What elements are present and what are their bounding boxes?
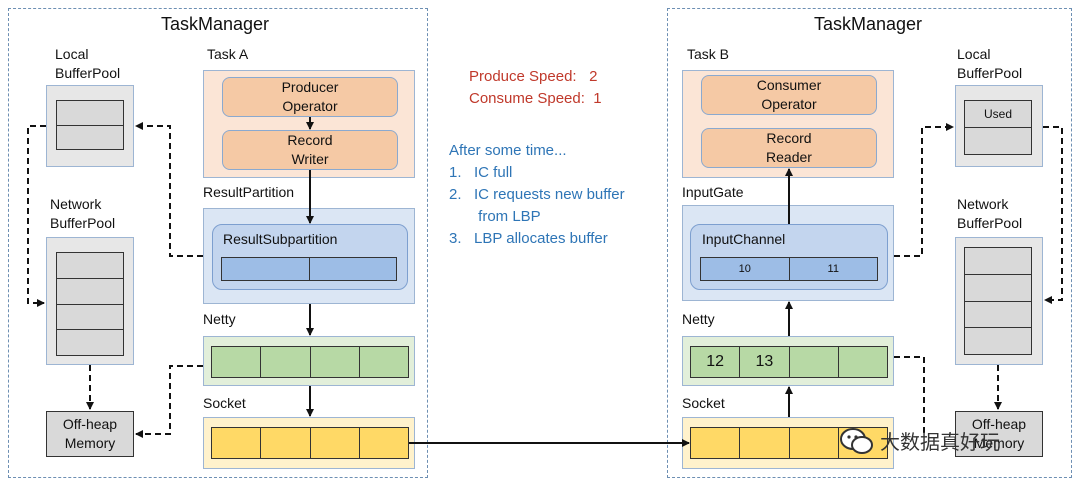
buffer-cell: 10 (701, 258, 790, 280)
record-writer: Record Writer (222, 130, 398, 170)
netty-cell (789, 347, 839, 377)
record-reader: Record Reader (701, 128, 877, 168)
netty-cell (359, 347, 408, 377)
socket-cell (310, 428, 360, 458)
watermark: 大数据真好玩 (840, 426, 1000, 455)
pool-cell (57, 278, 123, 305)
note-item: 3. LBP allocates buffer (449, 230, 608, 247)
producer-operator: Producer Operator (222, 77, 398, 117)
result-subpartition-label: ResultSubpartition (223, 231, 338, 247)
note-item: 1. IC full (449, 164, 513, 181)
produce-speed: Produce Speed: 2 (469, 68, 598, 85)
pool-cell (965, 128, 1031, 154)
right-netty-label: Netty (682, 311, 715, 327)
arrow-local-to-network-pool-right (1043, 126, 1063, 304)
pool-cell (57, 101, 123, 126)
arrow-netty-to-offheap-right (894, 356, 925, 434)
pool-cell (965, 274, 1031, 302)
socket-cell (740, 428, 790, 458)
result-partition-label: ResultPartition (203, 184, 295, 200)
pool-cell (57, 330, 123, 355)
arrow-gate-to-local-pool (894, 123, 954, 257)
netty-cell (212, 347, 262, 377)
result-subpartition-buffers (221, 257, 397, 281)
left-network-pool-cells (56, 252, 124, 356)
pool-cell-used: Used (965, 101, 1031, 128)
buffer-cell (309, 258, 396, 280)
arrow-local-to-network-pool (27, 125, 46, 307)
pool-cell (57, 253, 123, 279)
pool-cell (965, 301, 1031, 329)
pool-cell (965, 328, 1031, 354)
right-local-pool-label: Local BufferPool (957, 46, 1023, 81)
pool-cell (57, 125, 123, 149)
netty-cell (838, 347, 887, 377)
netty-cell: 12 (691, 347, 741, 377)
buffer-cell: 11 (789, 258, 877, 280)
note-item: from LBP (449, 208, 541, 225)
socket-cell (212, 428, 262, 458)
socket-cell (359, 428, 408, 458)
right-task-label: Task B (687, 46, 730, 62)
watermark-text: 大数据真好玩 (880, 430, 1000, 454)
socket-cell (789, 428, 839, 458)
right-socket-label: Socket (682, 395, 725, 411)
input-gate-label: InputGate (682, 184, 744, 200)
note-item: 2. IC requests new buffer (449, 186, 625, 203)
right-taskmanager-title: TaskManager (813, 14, 923, 34)
socket-cell (691, 428, 741, 458)
left-task-label: Task A (207, 46, 249, 62)
left-local-pool-label: Local BufferPool (55, 46, 121, 81)
right-network-pool-label: Network BufferPool (957, 196, 1023, 231)
left-netty-label: Netty (203, 311, 236, 327)
right-local-pool-cells: Used (964, 100, 1032, 155)
right-taskmanager (667, 8, 1072, 478)
netty-cell (261, 347, 311, 377)
netty-cell (310, 347, 360, 377)
right-offheap-memory: Off-heap Memory (955, 411, 1043, 457)
right-netty-buffers: 12 13 (690, 346, 888, 378)
arrow-netty-to-offheap (135, 365, 203, 438)
socket-cell (261, 428, 311, 458)
input-channel-label: InputChannel (702, 231, 786, 247)
left-netty-buffers (211, 346, 409, 378)
wechat-icon (840, 427, 873, 454)
left-socket-label: Socket (203, 395, 246, 411)
consume-speed: Consume Speed: 1 (469, 90, 602, 107)
pool-cell (57, 304, 123, 331)
netty-cell: 13 (740, 347, 790, 377)
notes-heading: After some time... (449, 142, 567, 159)
pool-cell (965, 248, 1031, 275)
consumer-operator: Consumer Operator (701, 75, 877, 115)
right-network-pool-cells (964, 247, 1032, 355)
buffer-cell (222, 258, 310, 280)
left-network-pool-label: Network BufferPool (50, 196, 116, 231)
left-socket-buffers (211, 427, 409, 459)
left-local-pool-cells (56, 100, 124, 150)
left-offheap-memory: Off-heap Memory (46, 411, 134, 457)
arrow-subpartition-to-local-pool (135, 122, 203, 257)
input-channel-buffers: 10 11 (700, 257, 878, 281)
left-taskmanager-title: TaskManager (160, 14, 270, 34)
left-taskmanager (8, 8, 428, 478)
